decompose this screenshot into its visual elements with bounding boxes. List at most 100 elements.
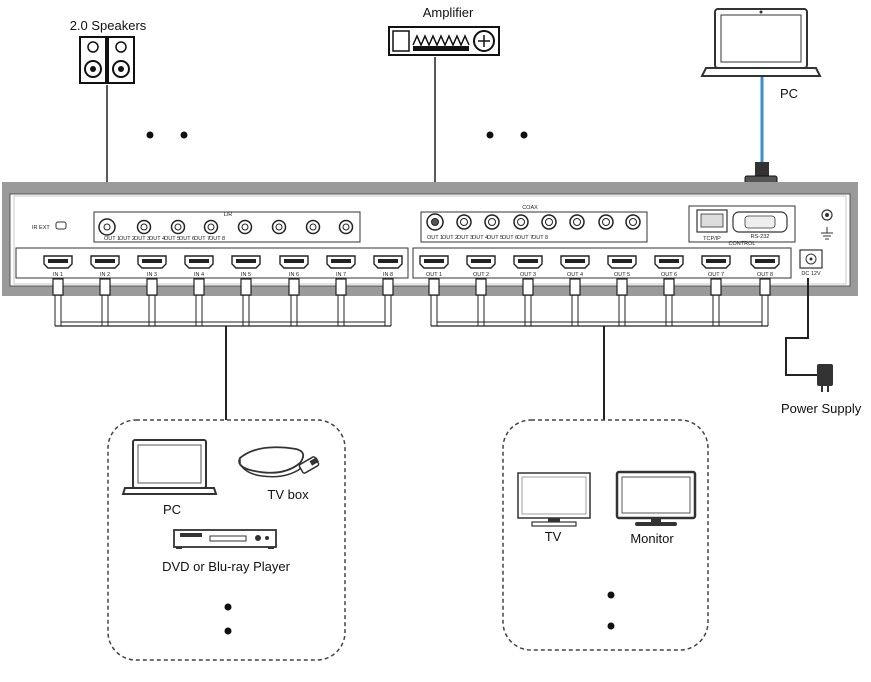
coax-jack <box>569 214 585 230</box>
monitor-label: Monitor <box>630 531 674 546</box>
lr-jack <box>136 219 152 235</box>
hdmi-cable <box>335 278 347 326</box>
power-supply-label: Power Supply <box>781 401 862 416</box>
coax-out-label: OUT 7 <box>517 235 533 241</box>
hdmi-in-port-label: IN 7 <box>336 272 346 278</box>
power-cable <box>785 278 818 376</box>
ir-ext-port <box>55 221 67 230</box>
hdmi-out-port: OUT 3 <box>513 255 543 278</box>
hdmi-cable <box>240 278 252 326</box>
coax-jack <box>598 214 614 230</box>
hdmi-cable <box>616 278 628 326</box>
hdmi-in-port: IN 7 <box>326 255 356 278</box>
hdmi-in-port-label: IN 5 <box>241 272 251 278</box>
control-label: CONTROL <box>729 241 756 247</box>
source-devices-group <box>107 419 346 661</box>
laptop-icon <box>700 8 822 77</box>
hdmi-in-port: IN 3 <box>137 255 167 278</box>
hdmi-input-cables <box>52 278 394 327</box>
monitor-icon <box>615 470 697 526</box>
hdmi-output-block <box>412 247 792 279</box>
lr-jack <box>98 218 116 236</box>
hdmi-in-port: IN 6 <box>279 255 309 278</box>
amplifier-label: Amplifier <box>423 5 474 20</box>
hdmi-in-port-label: IN 2 <box>100 272 110 278</box>
lr-out-label: OUT 2 <box>119 236 135 242</box>
laptop-source-icon <box>121 439 218 495</box>
hdmi-output-cables <box>428 278 771 327</box>
coax-out-label: OUT 3 <box>457 235 473 241</box>
rs232-port <box>732 211 788 233</box>
hdmi-in-port: IN 8 <box>373 255 403 278</box>
hdmi-out-port: OUT 8 <box>750 255 780 278</box>
lr-out-label: OUT 6 <box>179 236 195 242</box>
more-dots-icon <box>146 131 528 139</box>
lr-audio-jacks <box>98 218 354 236</box>
lr-out-label: OUT 1 <box>104 236 120 242</box>
hdmi-in-port-label: IN 6 <box>289 272 299 278</box>
lr-out-label: OUT 8 <box>209 236 225 242</box>
coax-jack <box>513 214 529 230</box>
hdmi-out-port-label: OUT 8 <box>757 272 773 278</box>
control-block <box>688 205 796 243</box>
hdmi-cable <box>99 278 111 326</box>
hdmi-cable <box>475 278 487 326</box>
hdmi-out-port-label: OUT 7 <box>708 272 724 278</box>
source-pc-label: PC <box>163 502 181 517</box>
hdmi-cable <box>710 278 722 326</box>
ir-ext-label: IR EXT <box>32 225 50 231</box>
hdmi-out-port: OUT 2 <box>466 255 496 278</box>
lr-out-label: OUT 7 <box>194 236 210 242</box>
hdmi-cable <box>52 278 64 326</box>
hdmi-in-port: IN 2 <box>90 255 120 278</box>
coax-out-label: OUT 1 <box>427 235 443 241</box>
tv-box-icon <box>238 446 320 478</box>
tv-icon <box>517 472 591 527</box>
hdmi-in-port: IN 4 <box>184 255 214 278</box>
hdmi-out-port: OUT 6 <box>654 255 684 278</box>
hdmi-cable <box>382 278 394 326</box>
coax-out-label: OUT 2 <box>442 235 458 241</box>
lr-jack <box>203 219 219 235</box>
more-sources-dots-icon <box>224 603 232 635</box>
coax-out-label: OUT 6 <box>502 235 518 241</box>
hdmi-cable <box>428 278 440 326</box>
hdmi-in-port-label: IN 1 <box>53 272 63 278</box>
hdmi-out-port-label: OUT 4 <box>567 272 583 278</box>
pc-top-label: PC <box>780 86 798 101</box>
hdmi-in-port-label: IN 4 <box>194 272 204 278</box>
coax-out-label: OUT 4 <box>472 235 488 241</box>
tv-box-label: TV box <box>267 487 309 502</box>
more-displays-dots-icon <box>607 591 615 630</box>
amplifier-icon <box>388 26 500 56</box>
hdmi-out-port: OUT 5 <box>607 255 637 278</box>
lr-jack <box>237 219 253 235</box>
hdmi-cable <box>522 278 534 326</box>
hdmi-out-port: OUT 7 <box>701 255 731 278</box>
hdmi-inputs: IN 1 IN 2 IN 3 IN 4 IN 5 IN 6 IN 7 IN 8 <box>43 255 403 278</box>
coax-block <box>420 211 648 243</box>
lr-jack <box>271 219 287 235</box>
dc-label: DC 12V <box>801 271 821 277</box>
rs232-label: RS-232 <box>751 234 770 240</box>
dc-power-jack <box>799 249 823 269</box>
hdmi-out-port-label: OUT 5 <box>614 272 630 278</box>
lr-label: L/R <box>224 212 233 218</box>
lr-out-label: OUT 3 <box>134 236 150 242</box>
hdmi-in-port: IN 1 <box>43 255 73 278</box>
display-devices-group <box>502 419 709 651</box>
hdmi-out-port-label: OUT 1 <box>426 272 442 278</box>
hdmi-out-port: OUT 4 <box>560 255 590 278</box>
hdmi-in-port: IN 5 <box>231 255 261 278</box>
hdmi-cable <box>569 278 581 326</box>
lr-jack <box>170 219 186 235</box>
coax-label: COAX <box>522 205 538 211</box>
ground-icon <box>821 209 833 240</box>
lr-out-label: OUT 4 <box>149 236 165 242</box>
coax-jack <box>625 214 641 230</box>
coax-jack <box>456 214 472 230</box>
hdmi-input-block <box>15 247 409 279</box>
